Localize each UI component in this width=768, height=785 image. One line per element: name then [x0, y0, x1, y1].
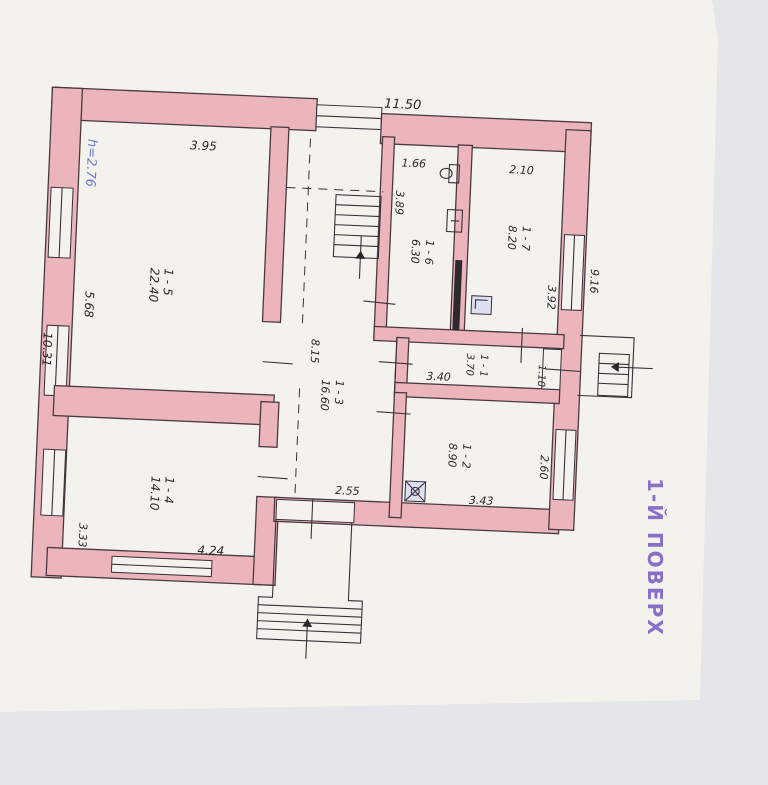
- sink-icon: [446, 208, 464, 233]
- wall-room4-right-bottom: [252, 495, 280, 587]
- door-tick-2: [378, 361, 413, 365]
- room5-area: 22.40: [146, 268, 162, 303]
- floor-plan: 11.50 10.31 9.16 h=2.76 3.95 5.68 1 - 5 …: [30, 86, 653, 659]
- room7-code: 1 - 7: [519, 226, 533, 252]
- room4-code: 1 - 4: [161, 476, 176, 504]
- window-left-1-line: [58, 187, 63, 258]
- ceiling-height-note: h=2.76: [82, 139, 99, 188]
- room2-code: 1 - 2: [459, 443, 473, 469]
- dim-room2-height: 2.60: [537, 455, 551, 480]
- room6-area: 6.30: [408, 239, 422, 264]
- dim-right-height: 9.16: [587, 269, 601, 294]
- internal-stairs: [332, 194, 382, 279]
- window-bottom-line: [111, 563, 212, 570]
- side-porch: [577, 334, 653, 399]
- window-left-2-line: [54, 325, 59, 396]
- dim-top-width: 11.50: [384, 97, 422, 114]
- door-tick-1: [363, 300, 396, 305]
- door-tick-6: [520, 327, 523, 363]
- wall-room4-right-top: [258, 400, 280, 448]
- toilet-icon: [439, 163, 461, 184]
- room7-area: 8.20: [505, 225, 519, 250]
- room1-area: 3.70: [463, 353, 475, 376]
- room1-code: 1 - 1: [477, 354, 489, 377]
- door-tick-3: [376, 411, 411, 415]
- dim-lobby-width: 2.55: [335, 484, 360, 498]
- window-right-2-line: [562, 429, 567, 500]
- dim-room6-height: 3.89: [392, 190, 406, 215]
- dim-room4-height: 3.33: [75, 523, 89, 548]
- door-tick-5: [257, 475, 288, 480]
- wall-room5-right: [261, 126, 290, 324]
- window-top-line: [316, 115, 382, 120]
- dim-room5-width: 3.95: [190, 138, 217, 153]
- door-panel-room6: [452, 259, 463, 331]
- dim-left-height: 10.31: [39, 332, 54, 367]
- room5-code: 1 - 5: [161, 268, 176, 296]
- dim-room6-width: 1.66: [401, 156, 426, 170]
- wall-rooms67-bottom: [373, 325, 565, 350]
- dim-room4-width: 4.24: [197, 543, 224, 558]
- room3-area: 16.60: [318, 379, 332, 411]
- corridor-dash-top: [286, 186, 384, 193]
- window-left-3-line: [51, 449, 56, 516]
- room2-area: 8.90: [445, 443, 459, 468]
- dim-corridor-len: 8.15: [308, 339, 322, 364]
- wall-room2-left: [388, 391, 408, 519]
- corridor-dash-right: [393, 337, 398, 398]
- paper-sheet: [0, 0, 718, 712]
- door-tick-7: [545, 368, 581, 373]
- door-tick-4: [262, 361, 293, 365]
- dim-room7-width: 2.10: [509, 163, 534, 177]
- window-right-1-line: [570, 235, 576, 311]
- dim-hall-height: 1.10: [535, 365, 547, 388]
- dim-room2-width: 3.43: [469, 494, 494, 508]
- room3-code: 1 - 3: [332, 380, 346, 406]
- room6-code: 1 - 6: [422, 239, 436, 265]
- stove-icon: [404, 480, 427, 503]
- front-stairs: [256, 519, 363, 659]
- entrance-opening: [275, 498, 356, 524]
- dim-room7-height: 3.92: [544, 285, 558, 310]
- dim-hall-width: 3.40: [426, 370, 451, 384]
- floor-stamp: 1-Й ПОВЕРХ: [643, 478, 667, 637]
- boiler-icon: [470, 295, 493, 316]
- room4-area: 14.10: [147, 476, 163, 511]
- door-tick-8: [310, 498, 314, 539]
- dim-room5-height: 5.68: [81, 291, 96, 319]
- corridor-dash-lower: [294, 388, 301, 499]
